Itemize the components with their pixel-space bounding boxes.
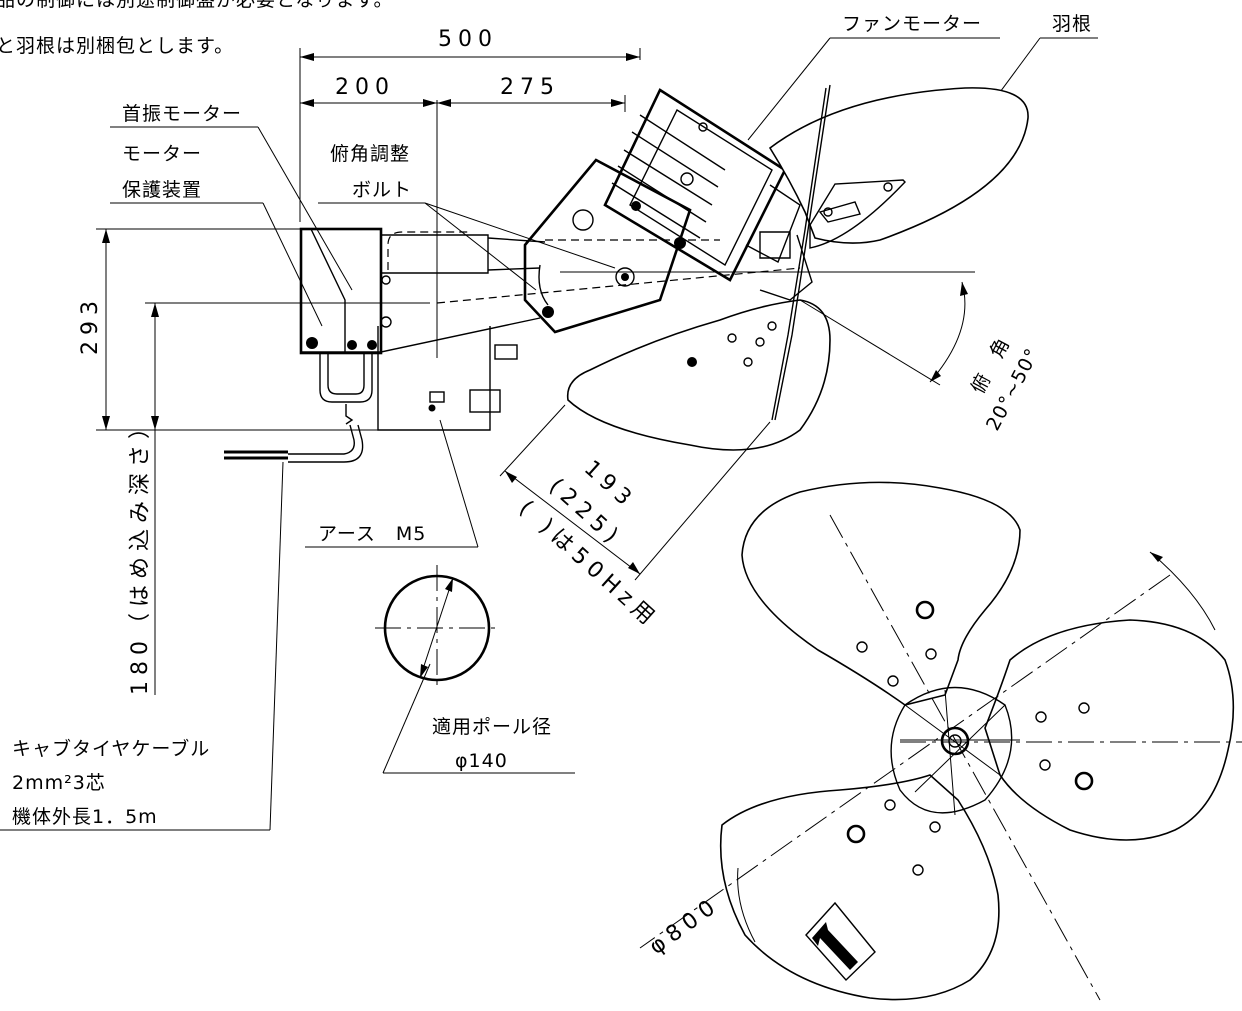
- label-earth: [305, 419, 479, 548]
- label-tilt-bolt: [318, 202, 616, 291]
- label-tilt-bolt-2: ボルト: [352, 179, 412, 201]
- mounting-body: [224, 227, 546, 463]
- dim-200: 200: [335, 75, 395, 100]
- dim-blade-diameter: φ800: [645, 892, 725, 960]
- label-cable-3: 機体外長1．5m: [12, 806, 158, 828]
- note-separate-packing: と羽根は別梱包とします。: [0, 35, 234, 57]
- blade-side-view: [566, 84, 1029, 451]
- label-motor-protection-1: モーター: [122, 143, 202, 165]
- dimension-top: [299, 48, 641, 358]
- label-earth-text: アース M5: [318, 523, 426, 545]
- tilt-bracket: [436, 158, 975, 334]
- pole-section: [375, 565, 575, 774]
- dim-500: 500: [438, 27, 498, 52]
- label-pole-2: φ140: [455, 750, 508, 772]
- label-blade-text: 羽根: [1052, 13, 1092, 35]
- label-motor-protection-2: 保護装置: [122, 179, 202, 201]
- label-cable-2: 2mm²3芯: [12, 772, 106, 794]
- label-tilt-bolt-1: 俯角調整: [330, 143, 410, 165]
- label-fan-motor-text: ファンモーター: [842, 13, 982, 35]
- dimension-left: [96, 228, 430, 695]
- dim-180: 180（はめ込み深さ）: [128, 411, 153, 695]
- label-cable: [0, 461, 284, 831]
- label-swing-motor: [110, 126, 353, 291]
- blade-offset-dimension: [499, 404, 771, 581]
- label-cable-1: キャブタイヤケーブル: [12, 737, 210, 760]
- label-fan-motor: [747, 37, 1000, 141]
- label-motor-protection: [110, 202, 323, 327]
- blade-front-view: [639, 481, 1242, 1001]
- label-pole-1: 適用ポール径: [432, 716, 552, 738]
- note-control-panel: 品の制御には別途制御盤が必要となります。: [0, 0, 394, 11]
- label-swing-motor-text: 首振モーター: [122, 103, 242, 125]
- tilt-angle-dimension: [799, 281, 968, 386]
- dim-275: 275: [500, 75, 560, 100]
- dim-293: 293: [78, 295, 103, 355]
- fan-motor: [603, 88, 801, 282]
